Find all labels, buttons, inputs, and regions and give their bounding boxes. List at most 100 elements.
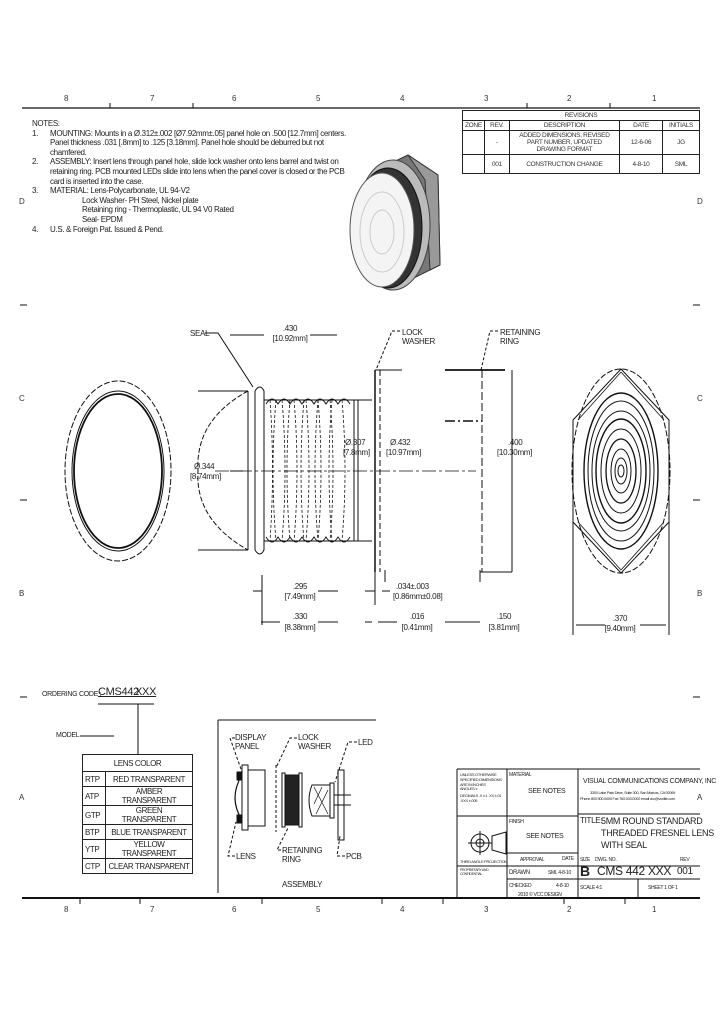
copyright: 2010 © VCC DESIGN [518, 892, 562, 898]
dim-hex-width-mm: [9.40mm] [604, 624, 636, 633]
note-item: 2.ASSEMBLY: Insert lens through panel ho… [32, 157, 352, 186]
dim-lens-dia: Ø.344 [194, 462, 215, 471]
ordering-code-value: CMS442 [98, 686, 139, 698]
zone-label: 4 [400, 905, 405, 914]
tolerance-note: UNLESS OTHERWISE SPECIFIED DIMENSIONS AR… [460, 772, 502, 787]
dim-gap-mm: [0.41mm] [401, 623, 433, 632]
material-value: SEE NOTES [528, 788, 566, 795]
notes-block: NOTES: 1.MOUNTING: Mounts in a Ø.312±.00… [32, 119, 352, 234]
dim-ring-height: .400 [508, 438, 523, 447]
tolerance-decimals: DECIMALS .X ±.1 .XX ±.01 .XXX ±.005 [460, 793, 502, 803]
approval-label: APPROVAL [520, 857, 545, 863]
sheet-number: SHEET 1 OF 1 [648, 885, 678, 891]
dim-thread-length-mm: [7.49mm] [284, 592, 316, 601]
drawing-number: CMS 442 XXX [597, 864, 672, 878]
dim-washer-dia: Ø.432 [390, 438, 411, 447]
dim-ring-height-mm: [10.30mm] [497, 448, 533, 457]
note-item: 1.MOUNTING: Mounts in a Ø.312±.002 [Ø7.9… [32, 129, 352, 158]
model-label: MODEL [56, 732, 80, 739]
retaining-ring-label: RETAINING RING [500, 328, 541, 346]
zone-label: 6 [232, 94, 237, 103]
rev-header: DESCRIPTION [508, 120, 621, 131]
zone-label: 5 [316, 905, 321, 914]
zone-label: C [697, 394, 703, 403]
lens-label: LENS [236, 852, 256, 861]
note-item: 3.MATERIAL: Lens-Polycarbonate, UL 94-V2 [32, 186, 190, 196]
dim-thread-dia-mm: [7.8mm] [343, 448, 370, 457]
finish-value: SEE NOTES [526, 833, 564, 840]
note-text: MOUNTING: Mounts in a Ø.312±.002 [Ø7.92m… [50, 128, 346, 157]
note-subitem: Retaining ring - Thermoplastic, UL 94 V0… [82, 205, 234, 215]
dim-washer-thickness: .034±.003 [396, 582, 429, 591]
dim-ring-thickness: .150 [496, 612, 512, 621]
lock-washer-label: LOCK WASHER [402, 328, 436, 346]
ordering-code-label: ORDERING CODE : [42, 691, 102, 698]
note-subitem: Lock Washer- PH Steel, Nickel plate [82, 195, 199, 205]
zone-label: 3 [484, 94, 489, 103]
title-line: THREADED FRESNEL LENS [601, 828, 714, 838]
finish-label: FINISH [509, 819, 524, 825]
zone-label: B [19, 589, 25, 598]
scale: SCALE 4:1 [580, 885, 603, 891]
rev-label: REV [680, 857, 690, 863]
zone-label: D [19, 197, 25, 206]
table-row: 001 CONSTRUCTION CHANGE 4-8-10 SML [462, 154, 700, 174]
notes-heading: NOTES: [32, 119, 60, 128]
dim-washer-thickness-mm: [0.86mm±0.08] [393, 592, 443, 601]
dim-lens-dia-mm: [8.74mm] [190, 472, 221, 481]
rev-header: REV. [483, 120, 510, 131]
dim-hex-width: .370 [612, 614, 628, 623]
lens-color-header: LENS COLOR [82, 754, 193, 772]
date-label: DATE [562, 856, 574, 862]
seal-label: SEAL [190, 329, 210, 338]
dim-body-length: .330 [292, 612, 308, 621]
zone-label: 2 [567, 905, 572, 914]
zone-label: 7 [150, 905, 155, 914]
rev-header: DATE [619, 120, 663, 131]
revisions-table: REVISIONS ZONE REV. DESCRIPTION DATE INI… [462, 110, 700, 174]
tolerance-angles: ANGLES ± [460, 786, 478, 791]
zone-label: 2 [567, 94, 572, 103]
retaining-ring-label: RETAINING RING [282, 846, 323, 864]
company-name: VISUAL COMMUNICATIONS COMPANY, INC [583, 778, 717, 785]
title-line: WITH SEAL [601, 840, 647, 850]
note-item: 4.U.S. & Foreign Pat. Issued & Pend. [32, 224, 164, 234]
zone-label: B [697, 589, 703, 598]
rev-header: ZONE [462, 120, 485, 131]
sheet-size: B [580, 863, 590, 879]
note-subitem: Seal- EPDM [82, 214, 123, 224]
dim-ring-thickness-mm: [3.81mm] [488, 623, 520, 632]
led-label: LED [358, 738, 373, 747]
zone-label: D [697, 197, 703, 206]
note-text: MATERIAL: Lens-Polycarbonate, UL 94-V2 [50, 186, 190, 196]
dim-overall-length: .430 [282, 324, 298, 333]
note-text: U.S. & Foreign Pat. Issued & Pend. [50, 224, 164, 234]
revision-number: 001 [677, 866, 693, 877]
dim-overall-length-mm: [10.92mm] [272, 334, 308, 343]
zone-label: A [697, 793, 703, 802]
checked-label: CHECKED [509, 883, 532, 889]
revisions-title: REVISIONS [462, 110, 700, 121]
drawn-value: SML 4-8-10 [548, 870, 571, 876]
dim-gap: .016 [409, 612, 425, 621]
note-text: ASSEMBLY: Insert lens through panel hole… [50, 157, 345, 186]
zone-label: A [19, 793, 25, 802]
zone-label: 4 [400, 94, 405, 103]
zone-label: 1 [652, 905, 657, 914]
company-contact: Phone 800.900.0000 Fax 760.000.0000 emai… [580, 796, 676, 801]
dwg-no-label: DWG. NO. [595, 857, 617, 863]
lock-washer-label: LOCK WASHER [298, 733, 332, 751]
zone-label: 1 [652, 94, 657, 103]
zone-label: 3 [484, 905, 489, 914]
zone-label: 6 [232, 905, 237, 914]
projection-label: THIRD ANGLE PROJECTION [460, 859, 507, 864]
dim-washer-dia-mm: [10.97mm] [386, 448, 422, 457]
dim-thread-length: .295 [292, 582, 308, 591]
drawn-label: DRAWN [509, 870, 530, 876]
